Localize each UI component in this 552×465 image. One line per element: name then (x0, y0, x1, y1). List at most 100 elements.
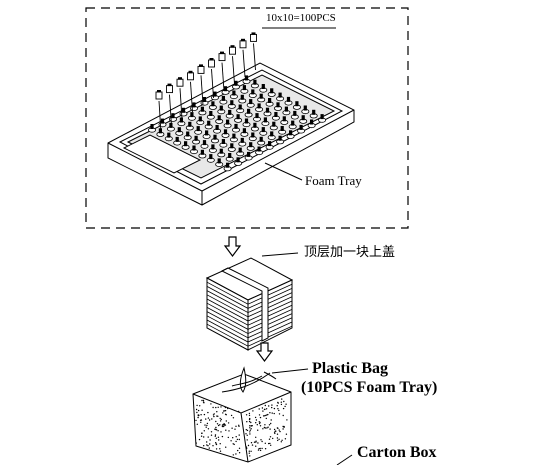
component (271, 112, 280, 121)
component (246, 99, 255, 108)
component (292, 101, 301, 110)
plastic-bag-leader (271, 368, 309, 374)
component (219, 139, 228, 148)
component (299, 115, 308, 124)
component (257, 136, 266, 146)
component (217, 148, 226, 158)
component (280, 116, 289, 125)
component (231, 80, 240, 90)
component (177, 117, 186, 127)
component (259, 127, 268, 136)
component (290, 110, 299, 120)
component (196, 116, 205, 126)
component (223, 162, 232, 172)
component (265, 141, 274, 150)
carton-leader (336, 454, 353, 465)
component (269, 121, 278, 131)
component-pin (208, 58, 215, 99)
component (206, 111, 215, 120)
component (183, 131, 192, 141)
component (248, 132, 257, 142)
down-arrow-1 (223, 236, 242, 257)
component (221, 129, 230, 138)
component (244, 151, 253, 161)
component (223, 119, 232, 129)
plastic-bag-detail-label: (10PCS Foam Tray) (301, 379, 438, 396)
component (240, 128, 249, 137)
component (238, 137, 247, 147)
component (217, 105, 226, 115)
component (236, 104, 245, 114)
component (259, 84, 268, 93)
foam-tray-label: Foam Tray (305, 173, 362, 188)
component (244, 108, 253, 118)
component (227, 100, 236, 109)
plastic-bag-top (221, 366, 277, 393)
component-pin (166, 83, 173, 127)
component (240, 85, 249, 94)
component-pin (176, 77, 184, 120)
component (234, 114, 243, 123)
component (227, 143, 236, 152)
component (248, 89, 257, 99)
component (286, 130, 295, 139)
component (166, 122, 175, 132)
component-pin (197, 64, 205, 106)
component-pin (239, 38, 247, 78)
component (309, 109, 318, 119)
component (252, 113, 261, 122)
component (231, 123, 240, 133)
component (318, 114, 327, 123)
component (276, 92, 285, 102)
component (200, 140, 209, 149)
tray-stack (205, 257, 294, 351)
component (215, 158, 224, 167)
carton-box-label: Carton Box (357, 444, 437, 461)
component (219, 95, 228, 105)
component (225, 109, 234, 119)
component (215, 115, 224, 124)
component (175, 127, 184, 136)
component (297, 124, 306, 134)
component (250, 122, 259, 132)
component (261, 117, 270, 127)
component (194, 126, 203, 135)
component (255, 103, 264, 113)
component (301, 105, 310, 115)
component (206, 154, 215, 163)
component (147, 124, 156, 133)
component-pin (155, 90, 163, 134)
component (273, 102, 282, 111)
component (229, 133, 238, 143)
component (202, 130, 211, 139)
component (156, 128, 165, 137)
component (164, 132, 173, 142)
component (250, 79, 259, 89)
plastic-bag-label: Plastic Bag (312, 360, 388, 377)
component (263, 107, 272, 117)
component (267, 131, 276, 140)
component (208, 101, 217, 110)
top-layer-label: 顶层加一块上盖 (304, 245, 396, 260)
component (238, 94, 247, 104)
component (210, 134, 219, 144)
component-pin (250, 32, 257, 71)
component (189, 145, 198, 155)
component (213, 125, 222, 134)
component (282, 106, 291, 116)
component (284, 96, 293, 106)
component (204, 120, 213, 130)
quantity-label: 10x10=100PCS (266, 12, 336, 24)
component (173, 136, 182, 146)
component (257, 93, 266, 103)
component (234, 157, 243, 166)
component (208, 144, 217, 153)
component (225, 153, 234, 162)
foam-tray-leader (264, 162, 303, 181)
component (242, 75, 251, 85)
component (221, 86, 230, 95)
component (267, 88, 276, 97)
component (242, 118, 251, 128)
component (185, 121, 194, 131)
